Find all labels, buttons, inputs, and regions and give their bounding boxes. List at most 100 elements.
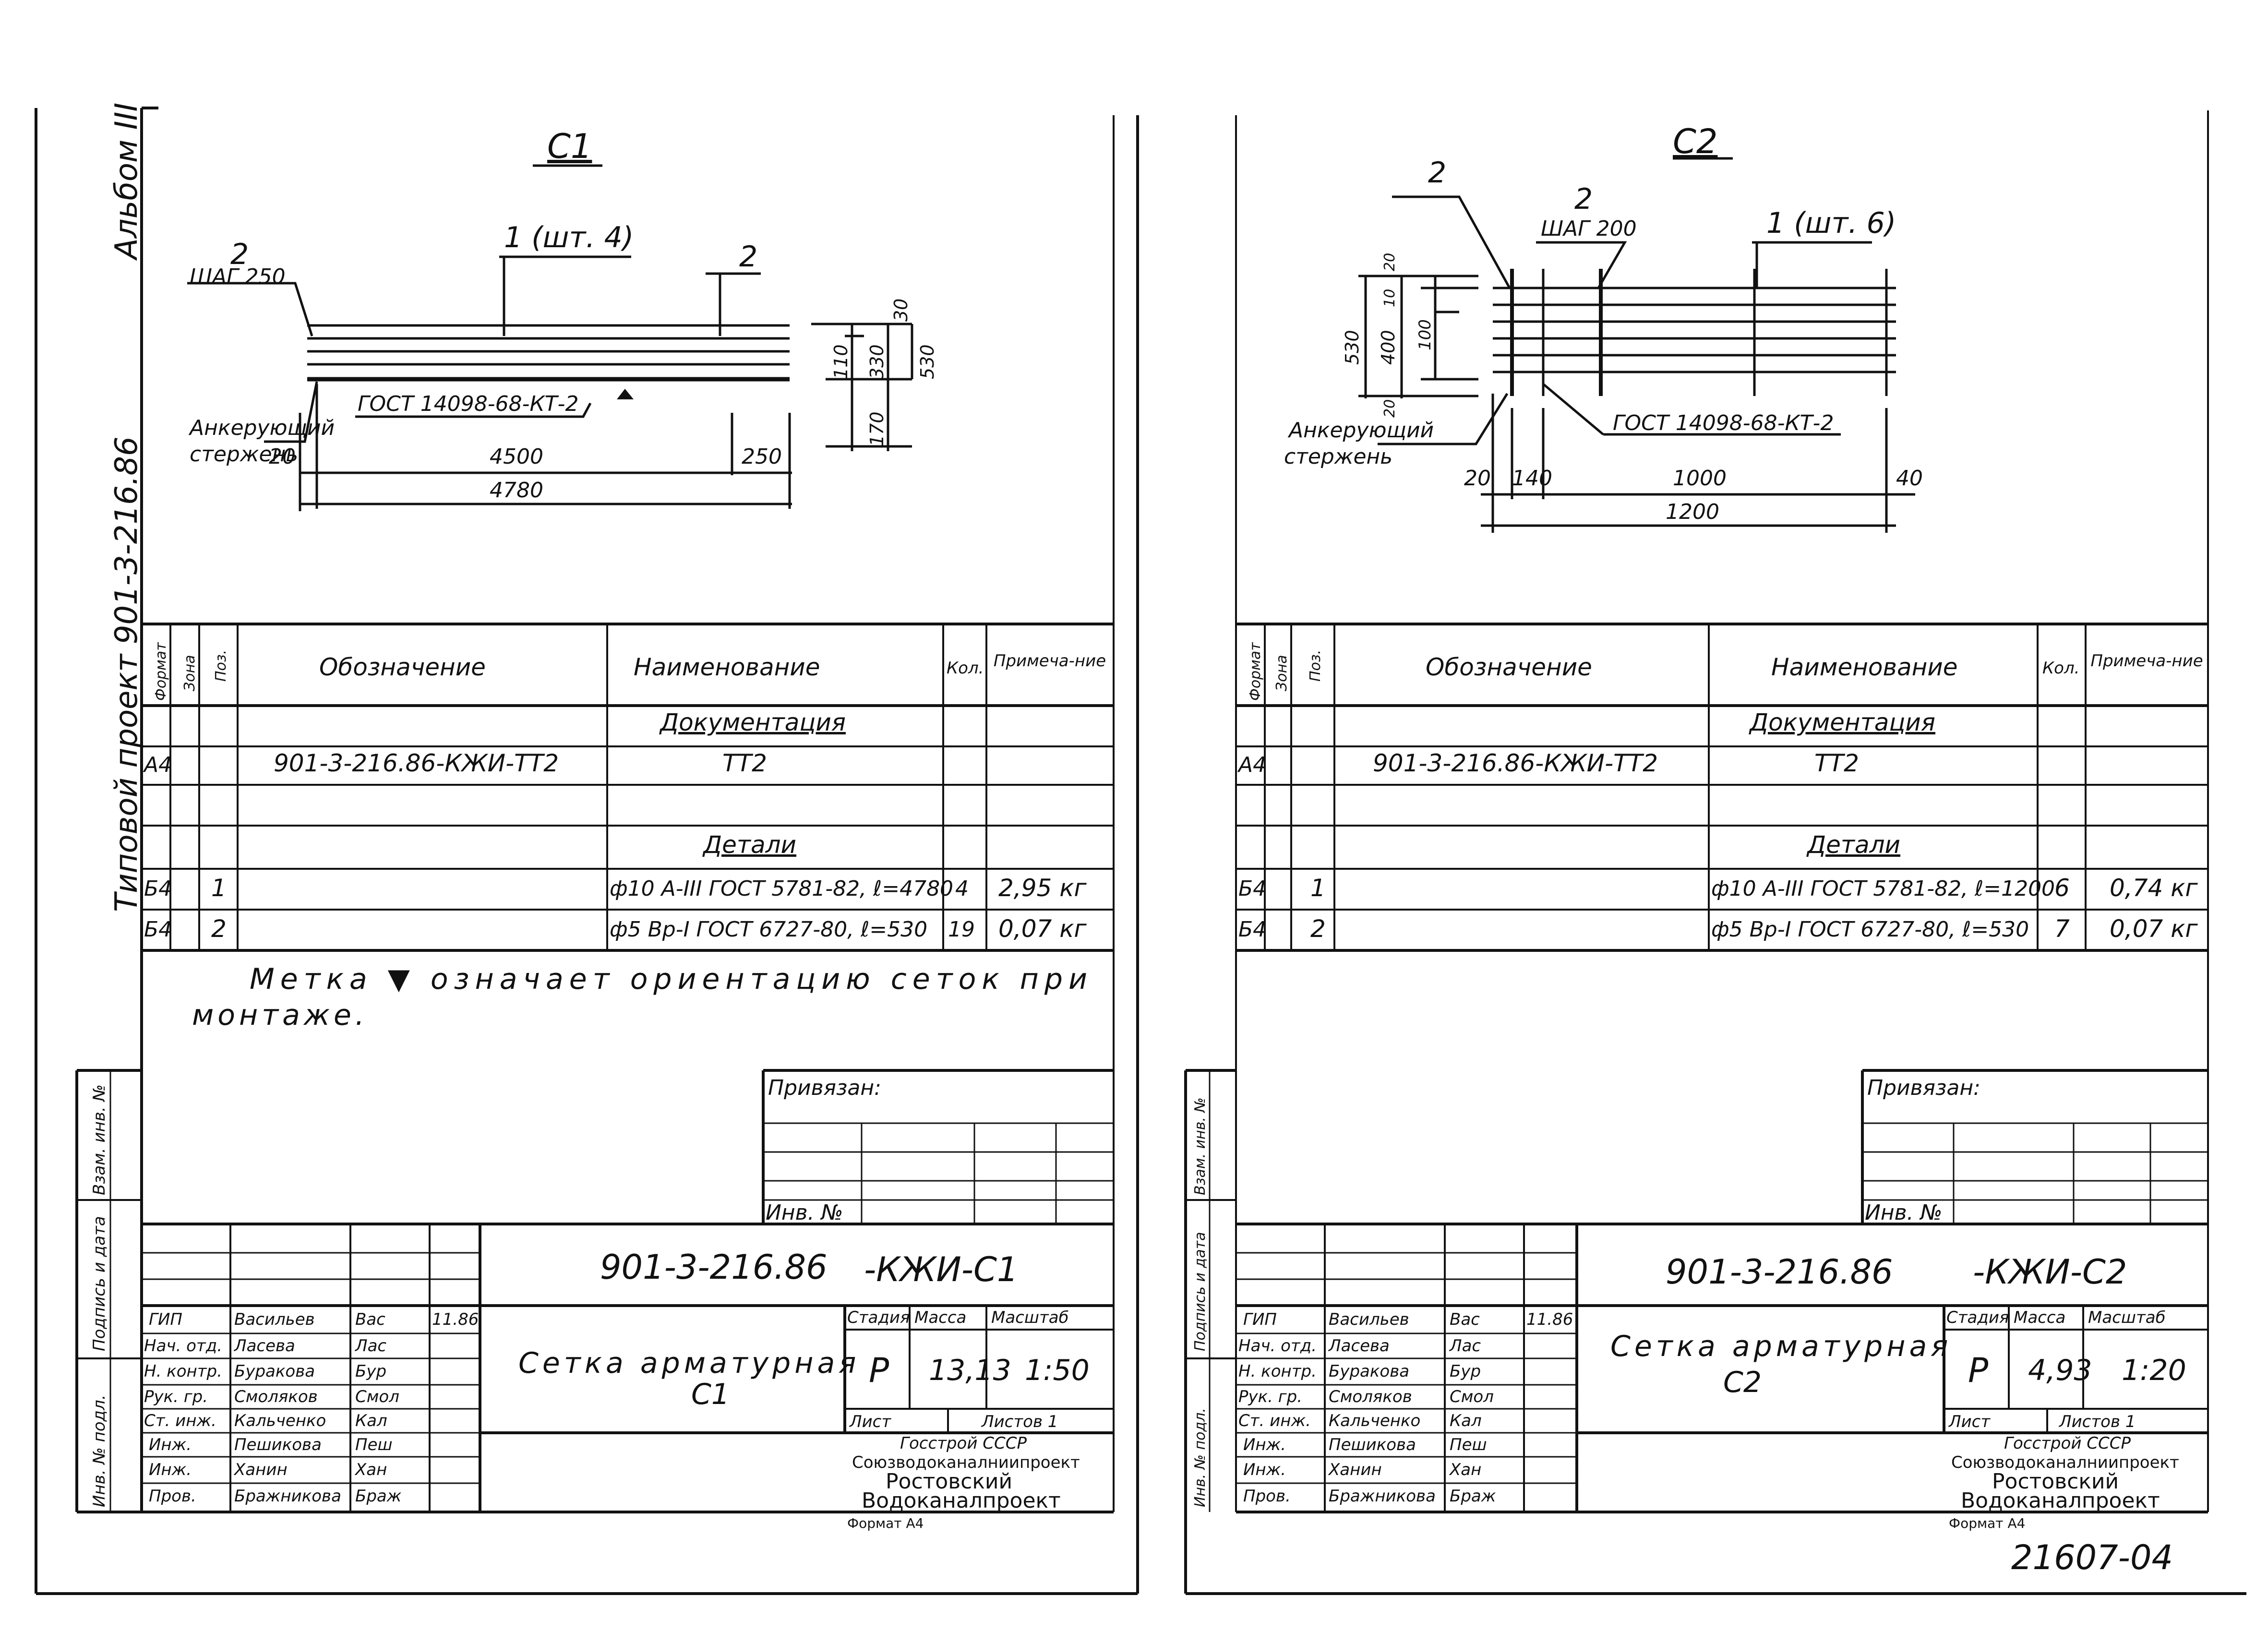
- section-det-2: Детали: [1807, 831, 1901, 859]
- row2-naim-2: ф5 Вр-I ГОСТ 6727-80, ℓ=530: [1711, 917, 2029, 942]
- signature: Вас: [1450, 1310, 1480, 1329]
- c2-dim-40: 40: [1896, 466, 1923, 491]
- section-doc-2: Документация: [1750, 708, 1935, 736]
- person-name: Буракова: [234, 1362, 315, 1381]
- role: Инж.: [149, 1435, 192, 1454]
- c1-anchor-1: Анкерующий: [190, 416, 335, 440]
- c1-label-2a: 2: [230, 238, 249, 271]
- c2-label-1: 1 (шт. 6): [1766, 206, 1896, 240]
- row2-kol-1: 19: [948, 917, 975, 942]
- person-name: Ласева: [234, 1336, 295, 1356]
- person-name: Васильев: [234, 1310, 315, 1329]
- role: Инж.: [1243, 1460, 1286, 1479]
- doc-naim-2: ТТ2: [1814, 749, 1859, 777]
- signature: Лас: [1450, 1336, 1481, 1356]
- stage-h-2: Стадия: [1946, 1308, 2009, 1327]
- th-format-2: Формат: [1247, 642, 1264, 701]
- row2-poz-2: 2: [1310, 915, 1326, 943]
- person-name: Бражникова: [234, 1487, 341, 1506]
- list-2: Лист: [1949, 1412, 1991, 1431]
- c1-dim-20: 20: [269, 444, 296, 469]
- date: 11.86: [432, 1310, 479, 1329]
- th-prim-1: Примеча-ние: [993, 651, 1106, 671]
- section-det-1: Детали: [703, 831, 797, 859]
- person-name: Смоляков: [234, 1387, 318, 1406]
- doc-oboz-1: 901-3-216.86-КЖИ-ТТ2: [274, 749, 559, 777]
- th-poz-1: Поз.: [213, 650, 229, 682]
- c2-anchor-2: стержень: [1284, 444, 1393, 469]
- row2-prim-1: 0,07 кг: [998, 915, 1087, 943]
- c2-dim-1000: 1000: [1673, 466, 1727, 491]
- person-name: Ханин: [234, 1460, 288, 1479]
- person-name: Пешикова: [234, 1435, 322, 1454]
- role: Ст. инж.: [144, 1411, 216, 1430]
- th-prim-2: Примеча-ние: [2090, 651, 2203, 671]
- th-naim-2: Наименование: [1771, 653, 1958, 681]
- signature: Браж: [355, 1487, 402, 1506]
- c2-dim-20bot: 20: [1381, 399, 1398, 418]
- doc-naim-1: ТТ2: [722, 749, 767, 777]
- name-2: Сетка арматурная: [1610, 1330, 1952, 1363]
- stamp-inv-podl-2: Инв. № подл.: [1192, 1408, 1209, 1507]
- role: Пров.: [149, 1487, 196, 1506]
- c2-label-2a: 2: [1428, 156, 1447, 190]
- privyazan-1: Привязан:: [768, 1076, 881, 1100]
- role: Рук. гр.: [144, 1387, 208, 1406]
- orientation-mark-icon: [617, 389, 634, 399]
- row1-naim-2: ф10 А-III ГОСТ 5781-82, ℓ=1200: [1711, 876, 2055, 901]
- c2-label-step: ШАГ 200: [1541, 216, 1637, 241]
- c2-title: С2: [1673, 122, 1718, 161]
- th-naim-1: Наименование: [634, 653, 820, 681]
- note-line-1: Метка ▼ означает ориентацию сеток при: [250, 962, 1093, 996]
- person-name: Бражникова: [1329, 1487, 1436, 1506]
- role: Н. контр.: [144, 1362, 222, 1381]
- org2-1: Союзводоканалниипроект: [852, 1453, 1080, 1472]
- row2-kol-2: 7: [2054, 915, 2070, 943]
- name2-2: С2: [1723, 1366, 1762, 1399]
- role: Нач. отд.: [144, 1336, 223, 1356]
- person-name: Васильев: [1329, 1310, 1409, 1329]
- c2-dim-20top: 20: [1381, 253, 1398, 271]
- stamp-inv-podl-1: Инв. № подл.: [90, 1394, 109, 1507]
- signature: Кал: [1450, 1411, 1482, 1430]
- th-oboz-1: Обозначение: [319, 653, 486, 681]
- stamp-vzam-1: Взам. инв. №: [90, 1084, 109, 1195]
- c2-dim-100: 100: [1416, 319, 1435, 350]
- org4-1: Водоканалпроект: [862, 1488, 1061, 1513]
- row1-format-1: Б4: [144, 876, 172, 901]
- c2-anchor-1: Анкерующий: [1289, 418, 1434, 443]
- person-name: Ханин: [1329, 1460, 1382, 1479]
- c1-label-2b: 2: [739, 240, 758, 274]
- scale-h-2: Масштаб: [2088, 1308, 2166, 1327]
- stage-h-1: Стадия: [847, 1308, 910, 1327]
- th-zona-2: Зона: [1273, 655, 1290, 691]
- stamp-podpis-1: Подпись и дата: [90, 1216, 109, 1351]
- c1-dim-530: 530: [917, 344, 938, 379]
- code-1: 901-3-216.86: [600, 1248, 828, 1287]
- c1-gost: ГОСТ 14098-68-КТ-2: [358, 392, 579, 416]
- signature: Хан: [355, 1460, 387, 1479]
- c2-dim-20: 20: [1464, 466, 1491, 491]
- role: Рук. гр.: [1238, 1387, 1303, 1406]
- row1-kol-1: 4: [955, 876, 969, 901]
- role: Н. контр.: [1238, 1362, 1317, 1381]
- format-1: Формат А4: [847, 1515, 924, 1531]
- project-label: Типовой проект 901-3-216.86: [109, 436, 144, 912]
- signature: Бур: [1450, 1362, 1481, 1381]
- role: Ст. инж.: [1238, 1411, 1311, 1430]
- stage-1: Р: [869, 1351, 889, 1390]
- signature: Хан: [1450, 1460, 1482, 1479]
- listov-1: Листов 1: [982, 1412, 1058, 1431]
- album-label: Альбом III: [109, 103, 144, 261]
- row1-prim-1: 2,95 кг: [998, 874, 1087, 902]
- c2-dim-10: 10: [1381, 289, 1398, 307]
- org4-2: Водоканалпроект: [1961, 1488, 2160, 1513]
- scale-2: 1:20: [2122, 1354, 2186, 1387]
- person-name: Пешикова: [1329, 1435, 1416, 1454]
- c2-gost: ГОСТ 14098-68-КТ-2: [1613, 411, 1834, 435]
- c1-dim-110: 110: [830, 344, 852, 379]
- mass-h-2: Масса: [2014, 1308, 2066, 1327]
- c2-dim-1200: 1200: [1666, 500, 1719, 524]
- signature: Бур: [355, 1362, 387, 1381]
